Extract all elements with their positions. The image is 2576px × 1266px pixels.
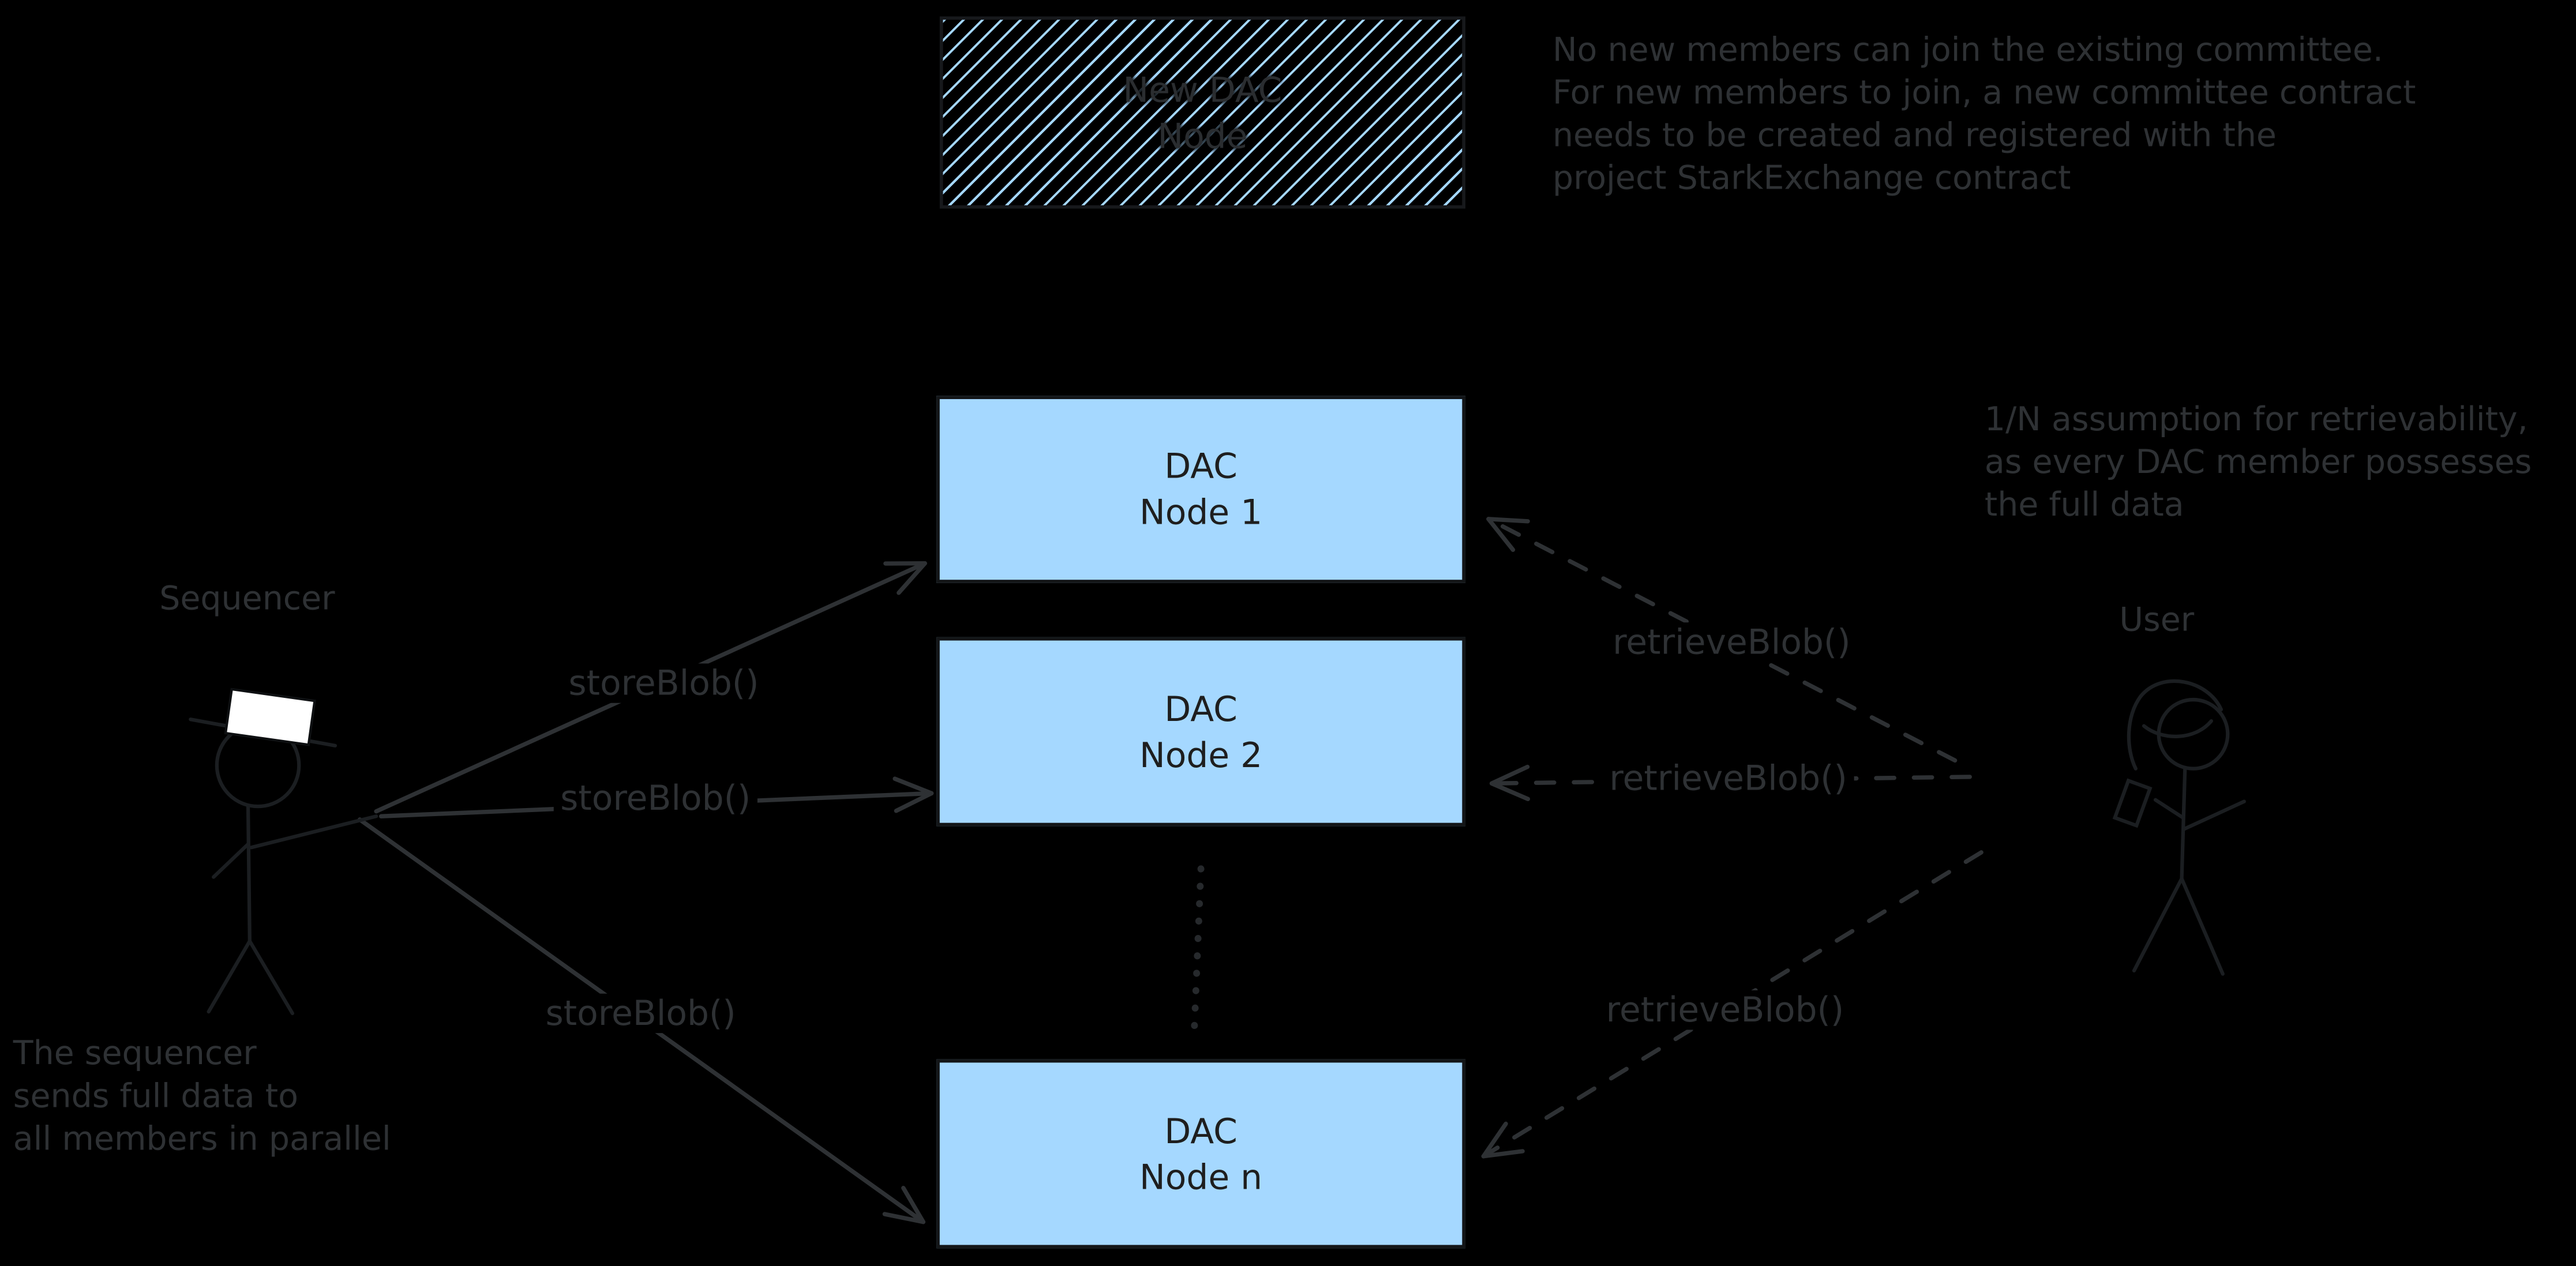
dac-node-1-label: DAC Node 1	[1139, 446, 1263, 532]
dac-node-1-box: DAC Node 1	[936, 396, 1466, 583]
sequencer-left-arm	[212, 842, 250, 879]
user-torso	[2180, 767, 2187, 881]
nodes-ellipsis-connector	[1191, 865, 1205, 1032]
user-left-leg	[2132, 877, 2184, 973]
storeblob-label-3: storeBlob()	[539, 993, 743, 1034]
user-left-arm	[2153, 798, 2185, 820]
sequencer-label: Sequencer	[159, 578, 335, 618]
user-right-leg	[2180, 877, 2225, 976]
retrieveblob-arrow-3	[1481, 850, 1983, 1159]
new-dac-node-box: New DAC Node	[939, 16, 1466, 209]
new-dac-node-label: New DAC Node	[1123, 70, 1283, 156]
sequencer-figure-icon	[189, 688, 378, 1016]
sequencer-torso	[246, 805, 252, 943]
retrieveblob-label-3: retrieveBlob()	[1599, 990, 1851, 1030]
user-label: User	[2119, 599, 2195, 639]
dac-node-2-box: DAC Node 2	[936, 637, 1466, 827]
storeblob-label-2: storeBlob()	[553, 778, 758, 818]
note-sequencer-broadcast: The sequencer sends full data to all mem…	[13, 1033, 391, 1158]
sequencer-left-leg	[207, 939, 252, 1014]
user-figure-icon	[2112, 679, 2246, 976]
user-phone-icon	[2112, 778, 2153, 828]
dac-node-2-label: DAC Node 2	[1139, 689, 1263, 775]
retrieveblob-label-1: retrieveBlob()	[1606, 622, 1857, 662]
retrieveblob-label-2: retrieveBlob()	[1602, 758, 1854, 798]
storeblob-label-1: storeBlob()	[561, 663, 766, 703]
user-hair-fringe	[2142, 719, 2213, 738]
sequencer-right-leg	[248, 939, 294, 1016]
sequencer-hat	[224, 688, 316, 746]
user-right-arm	[2181, 799, 2246, 832]
dac-node-n-label: DAC Node n	[1139, 1111, 1263, 1197]
sequencer-right-arm	[249, 814, 378, 850]
note-retrievability-assumption: 1/N assumption for retrievability, as ev…	[1984, 399, 2532, 524]
dac-node-n-box: DAC Node n	[936, 1059, 1466, 1249]
user-hair	[2127, 679, 2223, 771]
note-committee-rules: No new members can join the existing com…	[1552, 29, 2416, 197]
